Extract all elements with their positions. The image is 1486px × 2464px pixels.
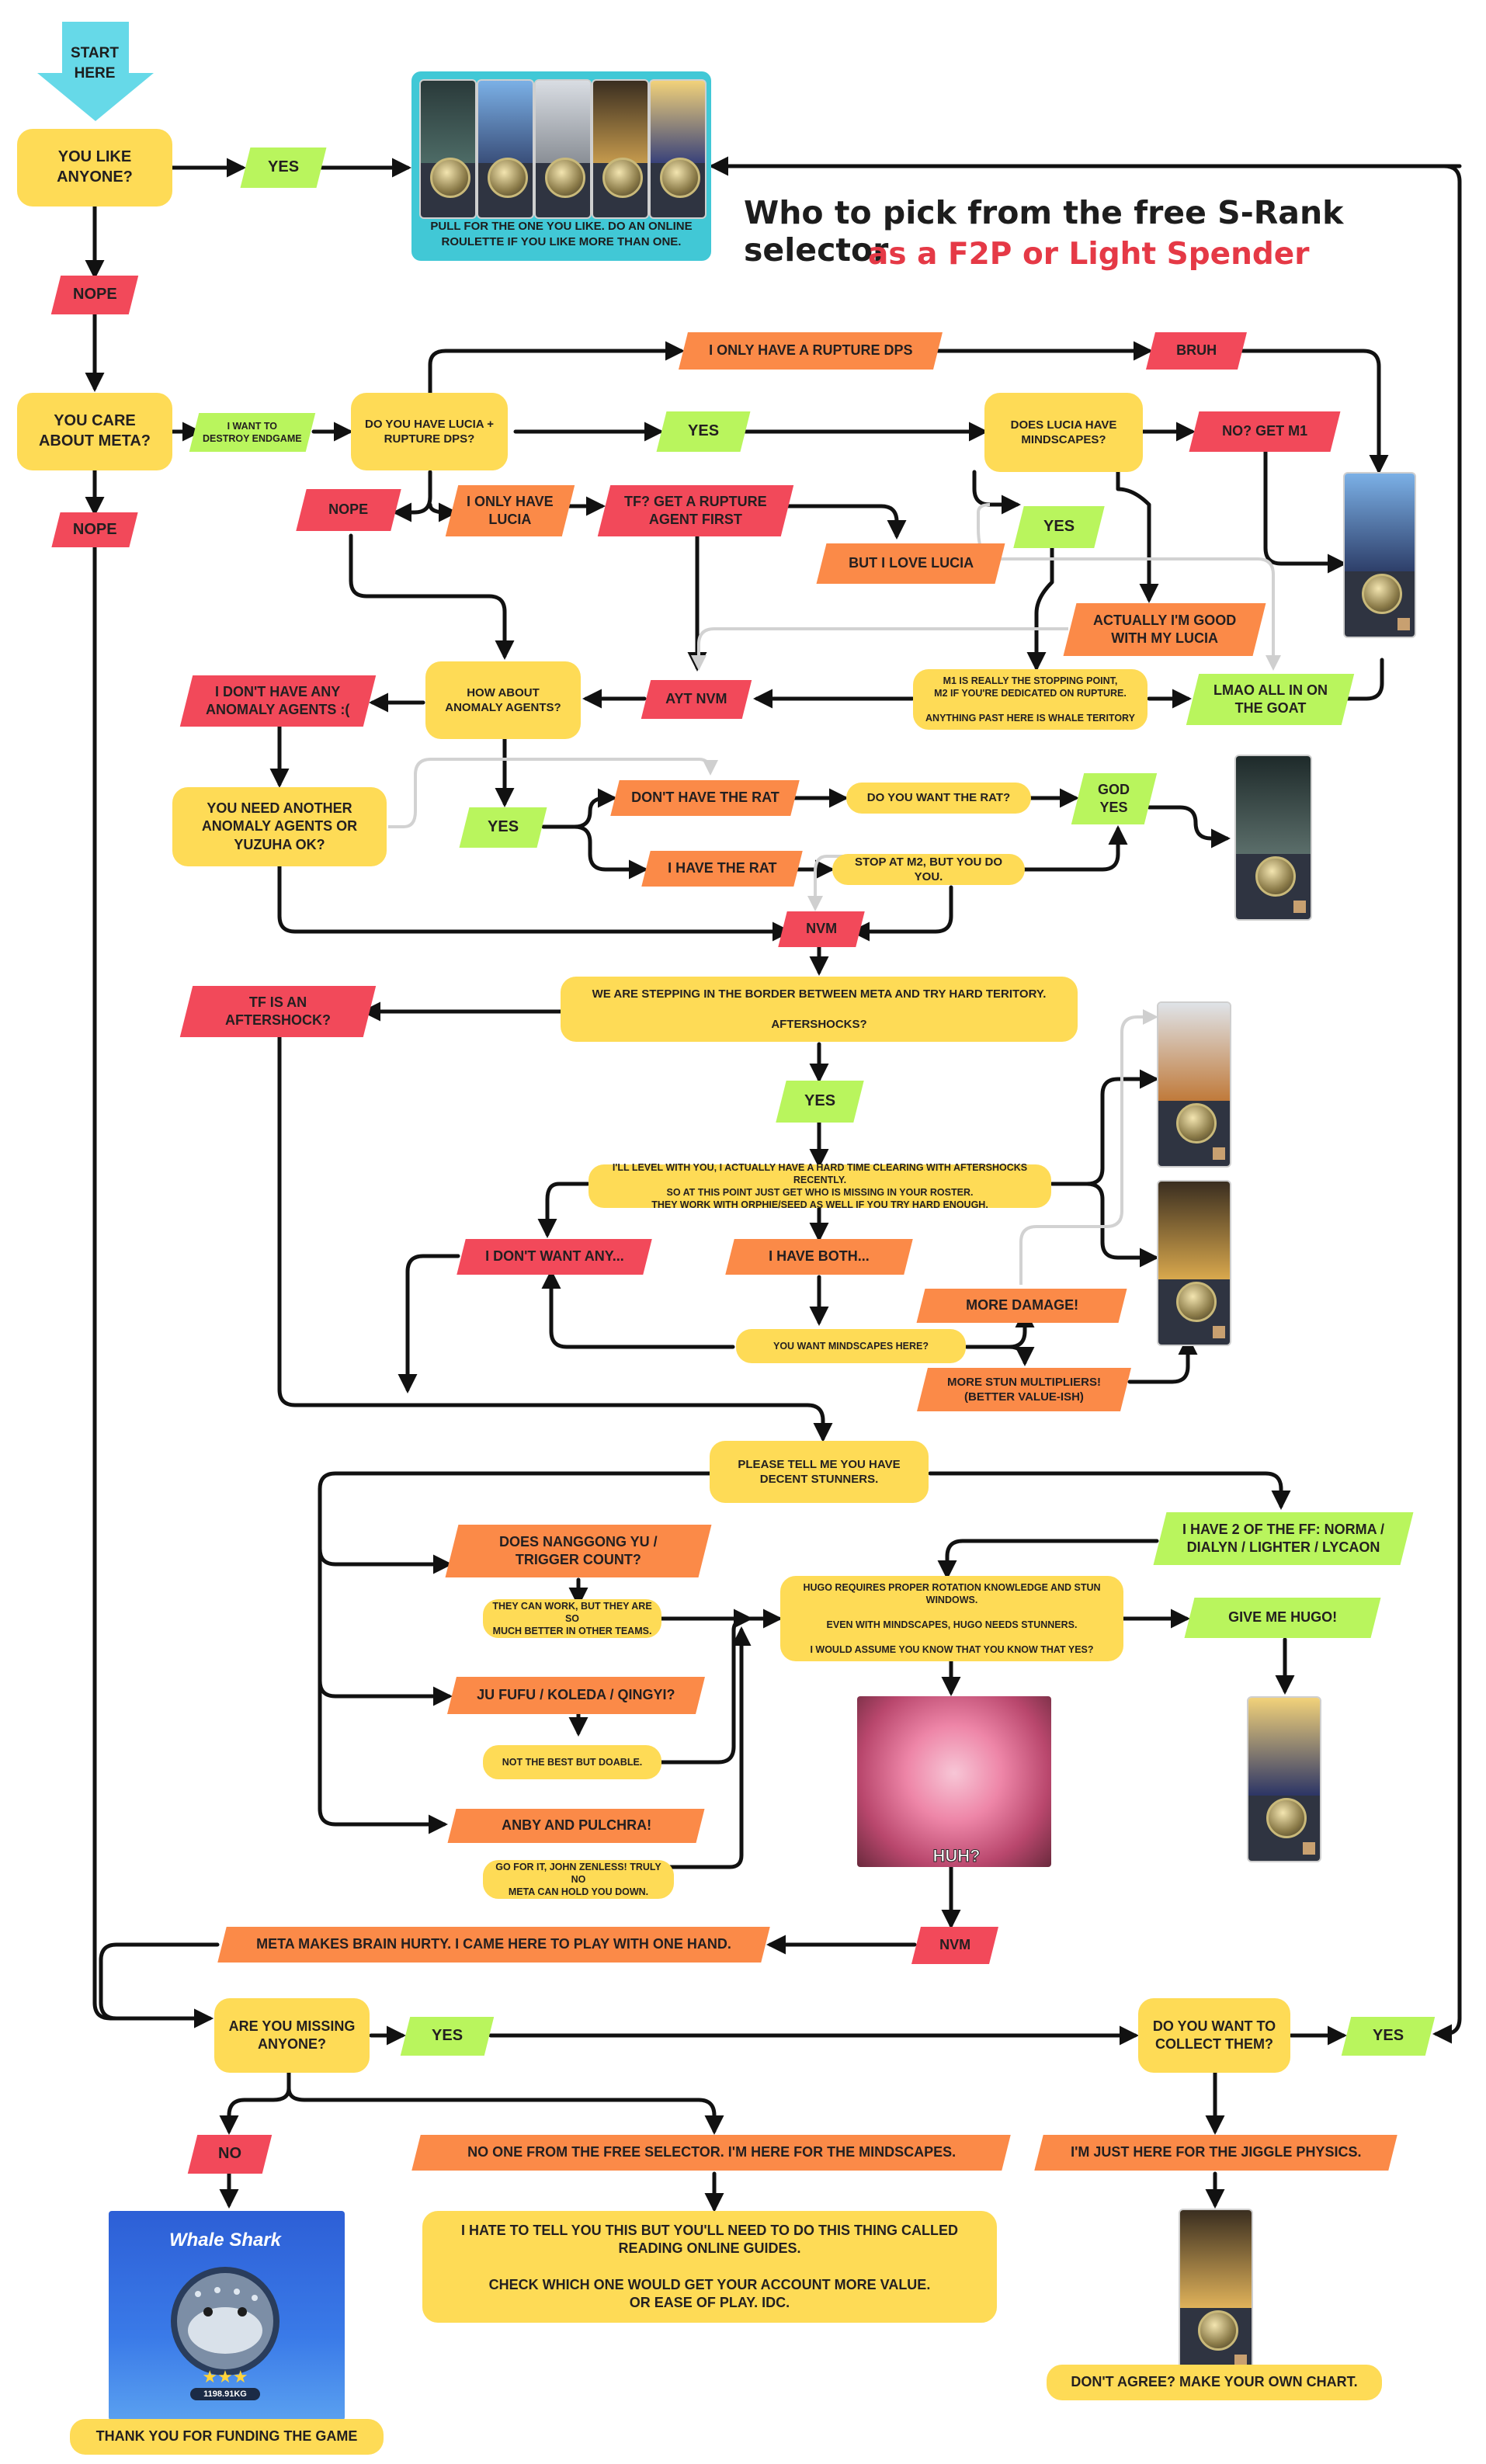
node-need-anomaly: YOU NEED ANOTHER ANOMALY AGENTS OR YUZUH… — [172, 787, 387, 866]
character-card-1 — [419, 79, 477, 219]
node-love-lucia: BUT I LOVE LUCIA — [816, 543, 1005, 584]
huh-caption: HUH? — [932, 1846, 981, 1866]
node-no-anomaly: I DON'T HAVE ANY ANOMALY AGENTS :( — [179, 675, 377, 727]
whale-shark-title: Whale Shark — [168, 2230, 282, 2251]
node-tf-aftershock: TF IS AN AFTERSHOCK? — [179, 986, 377, 1037]
node-no-one-selector: NO ONE FROM THE FREE SELECTOR. I'M HERE … — [411, 2135, 1011, 2171]
chart-title: Who to pick from the free S-Rank selecto… — [744, 194, 1344, 269]
node-nope-lucia: NOPE — [296, 489, 401, 531]
whale-stars: ★★★ — [202, 2368, 248, 2387]
rat-card — [1234, 755, 1312, 921]
node-have-both: I HAVE BOTH... — [725, 1239, 913, 1275]
node-have-2-ff: I HAVE 2 OF THE FF: NORMA / DIALYN / LIG… — [1153, 1512, 1414, 1565]
node-god-yes: GOD YES — [1071, 773, 1158, 824]
node-yes-aftershock: YES — [776, 1081, 864, 1123]
node-lucia-mindscapes: DOES LUCIA HAVE MINDSCAPES? — [984, 393, 1143, 472]
whale-shark-icon — [171, 2267, 279, 2376]
node-anby-pulchra: ANBY AND PULCHRA! — [447, 1809, 705, 1843]
node-thank-you: THANK YOU FOR FUNDING THE GAME — [70, 2419, 384, 2455]
node-hate-to-tell: I HATE TO TELL YOU THIS BUT YOU'LL NEED … — [422, 2211, 997, 2323]
node-actually-good: ACTUALLY I'M GOOD WITH MY LUCIA — [1063, 603, 1266, 656]
node-no-final: NO — [187, 2135, 273, 2174]
node-decent-stunners: PLEASE TELL ME YOU HAVE DECENT STUNNERS. — [710, 1441, 929, 1503]
node-tf-rupture: TF? GET A RUPTURE AGENT FIRST — [597, 485, 794, 536]
start-arrow-icon — [37, 22, 154, 121]
node-nanggong-trigger: DOES NANGGONG YU / TRIGGER COUNT? — [445, 1525, 712, 1577]
node-go-for-it: GO FOR IT, JOHN ZENLESS! TRULY NO META C… — [483, 1860, 674, 1899]
node-more-damage: MORE DAMAGE! — [916, 1289, 1127, 1323]
node-dont-want-any: I DON'T WANT ANY... — [457, 1239, 652, 1275]
start-label: START HERE — [71, 45, 119, 82]
node-stop-m2: STOP AT M2, BUT YOU DO YOU. — [832, 854, 1025, 885]
aftershock-card-2 — [1157, 1180, 1231, 1346]
node-you-like-anyone: YOU LIKE ANYONE? — [17, 129, 172, 206]
node-meta-brain: META MAKES BRAIN HURTY. I CAME HERE TO P… — [217, 1927, 770, 1963]
node-border-meta: WE ARE STEPPING IN THE BORDER BETWEEN ME… — [561, 977, 1078, 1042]
node-ju-fufu: JU FUFU / KOLEDA / QINGYI? — [447, 1677, 705, 1714]
character-card-5 — [649, 79, 707, 219]
node-yes-like: YES — [240, 147, 327, 188]
node-only-lucia: I ONLY HAVE LUCIA — [445, 485, 575, 536]
node-yes-mindscapes: YES — [1013, 506, 1105, 548]
node-give-hugo: GIVE ME HUGO! — [1184, 1598, 1381, 1638]
node-destroy-endgame: I WANT TO DESTROY ENDGAME — [189, 413, 316, 452]
node-dont-agree: DON'T AGREE? MAKE YOUR OWN CHART. — [1047, 2365, 1382, 2400]
node-want-collect: DO YOU WANT TO COLLECT THEM? — [1138, 1998, 1290, 2073]
node-nope-like: NOPE — [50, 276, 139, 314]
node-yes-lucia: YES — [656, 411, 751, 452]
node-want-rat: DO YOU WANT THE RAT? — [846, 783, 1031, 814]
banner-caption: PULL FOR THE ONE YOU LIKE. DO AN ONLINE … — [430, 220, 693, 248]
node-want-mindscapes: YOU WANT MINDSCAPES HERE? — [736, 1329, 966, 1363]
node-dont-have-rat: DON'T HAVE THE RAT — [610, 780, 800, 816]
node-yes-missing: YES — [400, 2017, 495, 2056]
node-can-work: THEY CAN WORK, BUT THEY ARE SO MUCH BETT… — [483, 1599, 661, 1638]
node-missing-anyone: ARE YOU MISSING ANYONE? — [214, 1998, 370, 2073]
node-jiggle: I'M JUST HERE FOR THE JIGGLE PHYSICS. — [1034, 2135, 1397, 2171]
lucia-card — [1343, 472, 1416, 638]
node-lmao-all-in: LMAO ALL IN ON THE GOAT — [1186, 674, 1355, 725]
jiggle-card — [1179, 2209, 1253, 2375]
node-have-rat: I HAVE THE RAT — [641, 851, 803, 887]
node-m1-stopping: M1 IS REALLY THE STOPPING POINT, M2 IF Y… — [913, 669, 1147, 730]
node-nvm-huh: NVM — [911, 1927, 998, 1964]
node-yes-collect: YES — [1341, 2017, 1436, 2056]
node-have-lucia-rupture: DO YOU HAVE LUCIA + RUPTURE DPS? — [351, 393, 508, 470]
node-care-meta: YOU CARE ABOUT META? — [17, 393, 172, 470]
node-hugo-requires: HUGO REQUIRES PROPER ROTATION KNOWLEDGE … — [780, 1576, 1123, 1661]
node-not-best: NOT THE BEST BUT DOABLE. — [483, 1745, 661, 1779]
character-card-3 — [534, 79, 592, 219]
node-ayt-nvm: AYT NVM — [641, 680, 752, 719]
character-card-2 — [477, 79, 534, 219]
whale-shark-weight: 1198.91KG — [190, 2388, 260, 2400]
node-only-rupture: I ONLY HAVE A RUPTURE DPS — [679, 332, 943, 370]
node-how-anomaly: HOW ABOUT ANOMALY AGENTS? — [425, 661, 581, 739]
huh-character-art — [857, 1696, 1051, 1867]
hugo-card — [1247, 1696, 1321, 1862]
node-no-get-m1: NO? GET M1 — [1189, 411, 1341, 452]
node-more-stun: MORE STUN MULTIPLIERS! (BETTER VALUE-ISH… — [917, 1368, 1131, 1411]
aftershock-card-1 — [1157, 1001, 1231, 1168]
node-yes-anomaly: YES — [459, 807, 547, 848]
character-card-4 — [592, 79, 649, 219]
node-bruh: BRUH — [1146, 332, 1247, 370]
node-level-with-you: I'LL LEVEL WITH YOU, I ACTUALLY HAVE A H… — [588, 1162, 1051, 1210]
chart-subtitle: as a F2P or Light Spender — [868, 237, 1310, 272]
node-nvm-rat: NVM — [778, 911, 865, 947]
node-nope-meta: NOPE — [51, 512, 138, 547]
